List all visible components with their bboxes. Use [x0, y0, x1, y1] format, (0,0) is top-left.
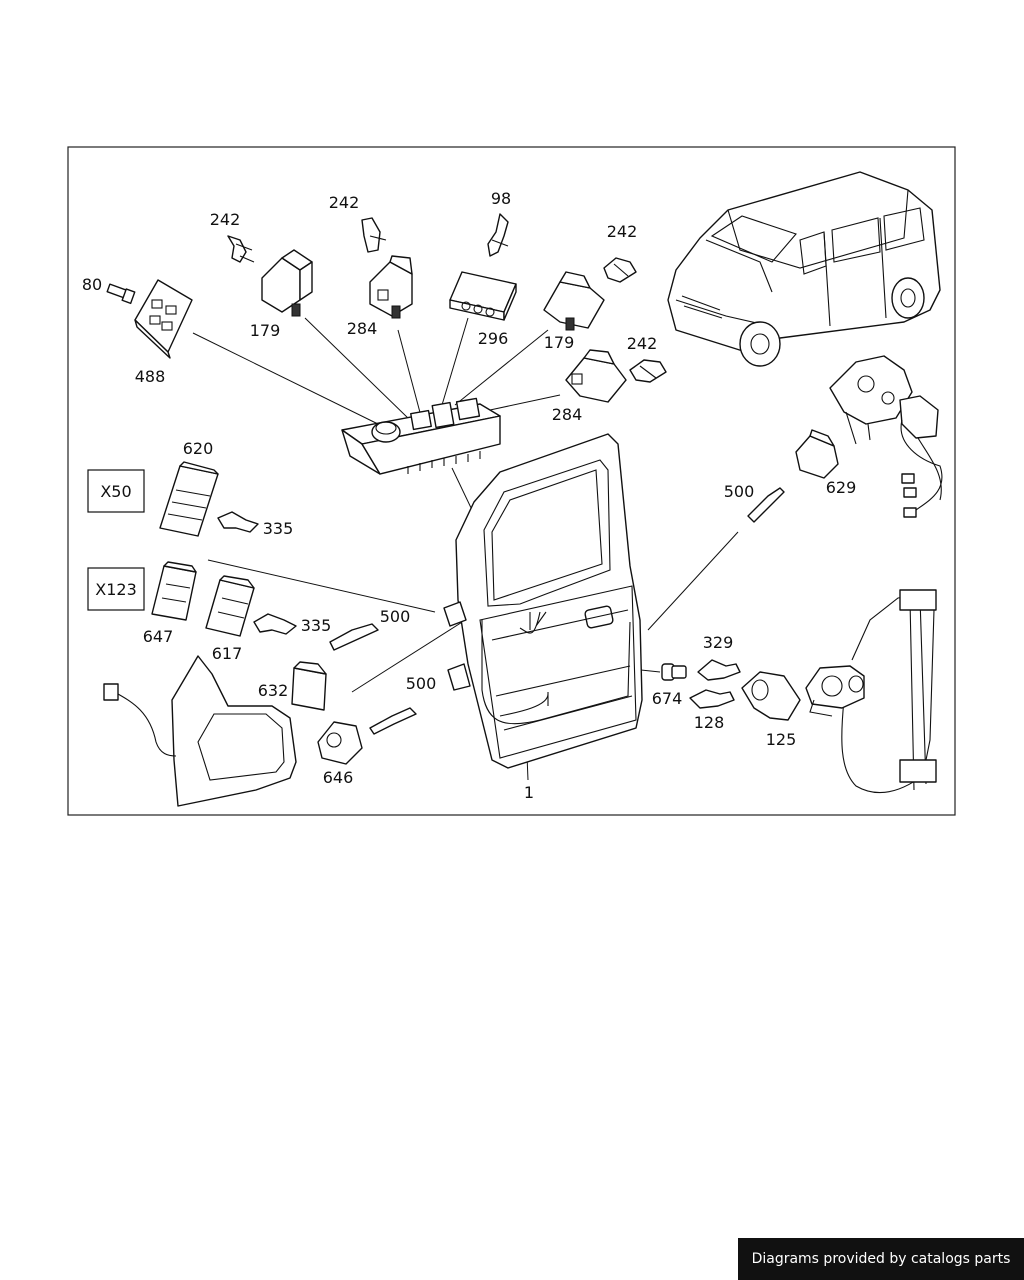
terminal-part-242-b — [361, 217, 387, 253]
label-179-b: 179 — [544, 333, 575, 352]
label-242-d: 242 — [627, 334, 658, 353]
terminal-part-98 — [487, 213, 509, 257]
connector-part-284-a — [369, 255, 413, 319]
label-329: 329 — [703, 633, 734, 652]
label-335-a: 335 — [263, 519, 294, 538]
side-mirror — [103, 655, 297, 807]
part-number-labels: 80 488 242 179 242 284 98 296 242 179 24… — [82, 189, 856, 802]
label-674: 674 — [652, 689, 683, 708]
terminal-part-500-a — [329, 623, 379, 651]
terminal-part-335-a — [217, 511, 259, 533]
window-regulator — [805, 589, 937, 794]
terminal-part-335-b — [253, 613, 297, 635]
label-488: 488 — [135, 367, 166, 386]
label-500-a: 500 — [380, 607, 411, 626]
label-500-b: 500 — [406, 674, 437, 693]
clip-part-128 — [689, 689, 735, 709]
label-x123: X123 — [95, 580, 137, 599]
label-125: 125 — [766, 730, 797, 749]
diagram-frame — [67, 146, 956, 816]
van-illustration — [667, 171, 941, 367]
label-335-b: 335 — [301, 616, 332, 635]
label-128: 128 — [694, 713, 725, 732]
door-panel — [443, 433, 643, 769]
terminal-part-500-b — [369, 707, 417, 735]
connector-part-629 — [795, 429, 839, 479]
connector-box-x123: X123 — [87, 567, 145, 611]
terminal-part-242-d — [629, 359, 667, 383]
label-646: 646 — [323, 768, 354, 787]
label-500-c: 500 — [724, 482, 755, 501]
label-647: 647 — [143, 627, 174, 646]
label-x50: X50 — [100, 482, 131, 501]
label-242-b: 242 — [329, 193, 360, 212]
label-632: 632 — [258, 681, 289, 700]
connector-part-617 — [205, 575, 255, 637]
label-80: 80 — [82, 275, 102, 294]
connector-box-x50: X50 — [87, 469, 145, 513]
connector-part-179-a — [261, 249, 313, 317]
label-296: 296 — [478, 329, 509, 348]
terminal-part-242-c — [603, 257, 637, 283]
label-617: 617 — [212, 644, 243, 663]
label-98: 98 — [491, 189, 511, 208]
label-242-c: 242 — [607, 222, 638, 241]
connector-part-179-b — [543, 271, 605, 331]
label-620: 620 — [183, 439, 214, 458]
label-284-a: 284 — [347, 319, 378, 338]
relay-part-632 — [291, 661, 327, 711]
lock-cylinder-part-674 — [661, 663, 687, 681]
connector-part-284-b — [565, 349, 627, 403]
label-179-a: 179 — [250, 321, 281, 340]
label-284-b: 284 — [552, 405, 583, 424]
connector-part-620 — [159, 461, 219, 537]
label-629: 629 — [826, 478, 857, 497]
connector-part-646 — [317, 721, 363, 765]
connector-part-647 — [151, 561, 197, 621]
footer-credit: Diagrams provided by catalogs parts — [738, 1238, 1024, 1280]
label-242-a: 242 — [210, 210, 241, 229]
door-handle-part-125 — [741, 671, 801, 721]
label-1: 1 — [524, 783, 534, 802]
connector-housing-part-488 — [134, 279, 193, 359]
bolt-part-80 — [106, 283, 136, 305]
terminal-part-500-c — [747, 487, 785, 523]
door-lock-mechanism — [829, 355, 943, 518]
spring-part-329 — [697, 659, 741, 681]
terminal-part-242-a — [227, 235, 255, 263]
window-switch-unit — [341, 397, 501, 475]
relay-block-part-296 — [449, 271, 517, 321]
